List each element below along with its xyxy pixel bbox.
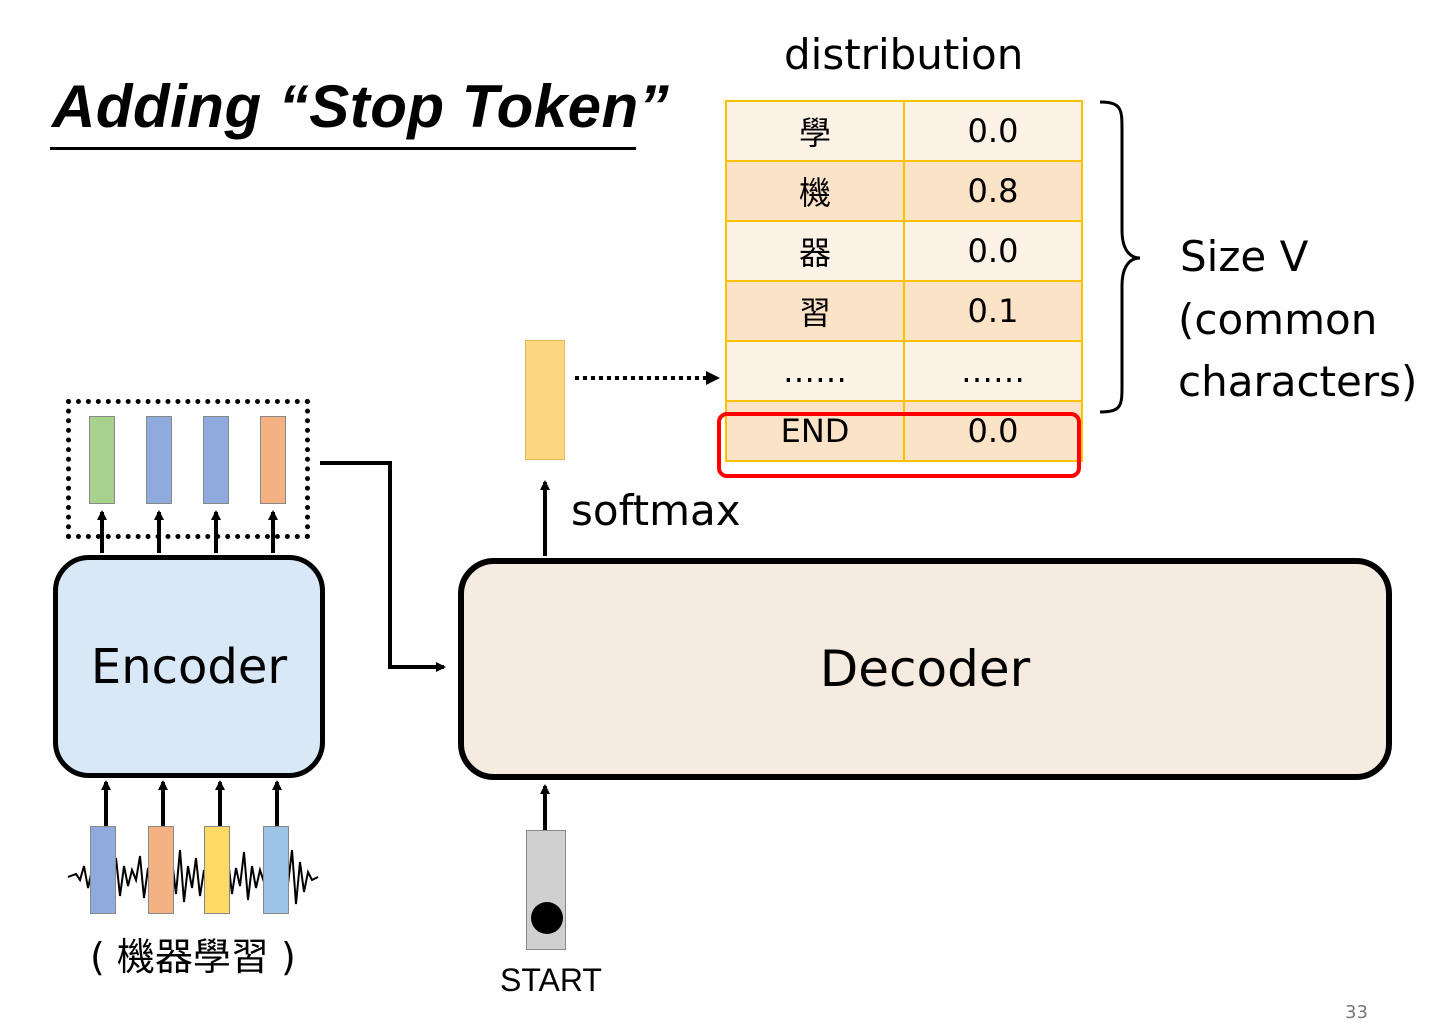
decoder-label: Decoder: [819, 640, 1031, 698]
input-feature-vector-orange: [148, 826, 174, 914]
slide-title: Adding “Stop Token”: [52, 73, 670, 140]
table-row: 習 0.1: [725, 280, 1083, 342]
table-row: 器 0.0: [725, 220, 1083, 282]
token-cell: 器: [725, 220, 905, 282]
encoder-label: Encoder: [90, 638, 288, 695]
encoder-block: [53, 555, 325, 778]
table-row: 學 0.0: [725, 100, 1083, 162]
page-number: 33: [1345, 1002, 1368, 1023]
input-feature-vector-lightblue: [263, 826, 289, 914]
encoder-output-group: [66, 399, 310, 539]
input-feature-vector-blue: [90, 826, 116, 914]
size-note-line-2: (common: [1178, 295, 1378, 344]
size-note-line-3: characters): [1178, 357, 1418, 406]
token-cell: 習: [725, 280, 905, 342]
distribution-table: 學 0.0 機 0.8 器 0.0 習 0.1 …… …… END 0.0: [725, 100, 1083, 462]
prob-cell: 0.1: [903, 280, 1083, 342]
start-token-dot: [531, 902, 563, 934]
prob-cell: 0.0: [903, 220, 1083, 282]
softmax-label: softmax: [571, 486, 741, 535]
distribution-label: distribution: [784, 30, 1024, 79]
input-text-label: ( 機器學習 ): [90, 935, 296, 979]
token-cell: 學: [725, 100, 905, 162]
table-row-end: END 0.0: [725, 400, 1083, 462]
input-feature-vector-yellow: [204, 826, 230, 914]
encoder-output-vector-green: [89, 416, 115, 504]
token-cell: 機: [725, 160, 905, 222]
end-row-highlight: [717, 412, 1081, 478]
start-label: START: [500, 962, 602, 998]
size-note-line-1: Size V: [1180, 232, 1309, 281]
end-prob-cell: 0.0: [903, 400, 1083, 462]
end-token-cell: END: [725, 400, 905, 462]
encoder-decoder-connector: [320, 461, 446, 672]
encoder-output-vector-blue: [203, 416, 229, 504]
prob-cell: 0.0: [903, 100, 1083, 162]
title-underline: [50, 147, 636, 150]
decoder-output-vector: [525, 340, 565, 460]
decoder-block: [458, 558, 1392, 780]
prob-cell: 0.8: [903, 160, 1083, 222]
encoder-output-vector-orange: [260, 416, 286, 504]
encoder-output-vector-blue: [146, 416, 172, 504]
curly-brace: [1099, 100, 1141, 414]
table-row: …… ……: [725, 340, 1083, 402]
token-cell: ……: [725, 340, 905, 402]
prob-cell: ……: [903, 340, 1083, 402]
dotted-arrow-head: [706, 371, 720, 385]
table-row: 機 0.8: [725, 160, 1083, 222]
